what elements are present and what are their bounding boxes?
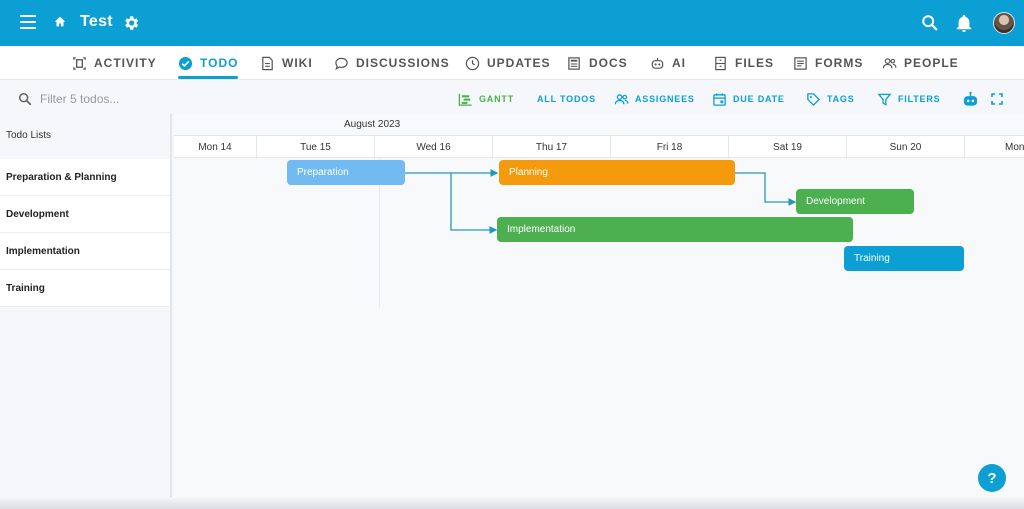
tab-files[interactable]: FILES bbox=[713, 46, 774, 80]
day-header: Sun 20 bbox=[846, 136, 964, 159]
robot-icon bbox=[651, 57, 664, 69]
gantt-bar-planning[interactable]: Planning bbox=[499, 160, 735, 185]
gantt-bar-implementation[interactable]: Implementation bbox=[497, 217, 853, 242]
chat-icon bbox=[335, 57, 348, 70]
file-cabinet-icon bbox=[715, 56, 726, 70]
day-header: Sat 19 bbox=[728, 136, 846, 159]
tab-ai[interactable]: AI bbox=[650, 46, 686, 80]
people-icon bbox=[882, 57, 897, 68]
gantt-chart: August 2023 Mon 14 Tue 15 Wed 16 Thu 17 … bbox=[174, 114, 1024, 509]
day-header: Thu 17 bbox=[492, 136, 610, 159]
all-todos-button[interactable]: ALL TODOS bbox=[537, 94, 596, 104]
search-icon[interactable] bbox=[921, 14, 939, 32]
day-header: Fri 18 bbox=[610, 136, 728, 159]
filter-bar: GANTT ALL TODOS ASSIGNEES DUE DATE TAGS … bbox=[0, 81, 1024, 114]
tab-todo[interactable]: TODO bbox=[178, 46, 239, 80]
dependency-link bbox=[450, 173, 498, 234]
menu-icon[interactable] bbox=[20, 15, 36, 31]
gantt-view-button[interactable]: GANTT bbox=[458, 91, 514, 107]
due-date-button[interactable]: DUE DATE bbox=[712, 91, 785, 107]
funnel-icon bbox=[877, 93, 892, 106]
tab-docs[interactable]: DOCS bbox=[567, 46, 628, 80]
todo-list-item[interactable]: Preparation & Planning bbox=[0, 159, 170, 196]
day-header: Mon bbox=[964, 136, 1024, 159]
document-icon bbox=[262, 56, 273, 70]
day-header-row: Mon 14 Tue 15 Wed 16 Thu 17 Fri 18 Sat 1… bbox=[174, 135, 1024, 159]
docs-icon bbox=[568, 56, 580, 70]
filters-button[interactable]: FILTERS bbox=[877, 91, 940, 107]
gear-icon[interactable] bbox=[122, 14, 140, 32]
assignees-button[interactable]: ASSIGNEES bbox=[614, 91, 695, 107]
grid-line bbox=[379, 158, 380, 308]
gantt-icon bbox=[458, 93, 472, 106]
tab-activity[interactable]: ACTIVITY bbox=[72, 46, 157, 80]
day-header: Wed 16 bbox=[374, 136, 492, 159]
day-header: Mon 14 bbox=[198, 142, 232, 153]
robot-icon[interactable] bbox=[962, 91, 979, 107]
gantt-bar-development[interactable]: Development bbox=[796, 189, 914, 214]
tags-button[interactable]: TAGS bbox=[806, 91, 855, 107]
help-button[interactable]: ? bbox=[978, 464, 1006, 492]
dependency-link bbox=[735, 172, 797, 206]
tab-people[interactable]: PEOPLE bbox=[882, 46, 959, 80]
fullscreen-icon[interactable] bbox=[991, 93, 1003, 105]
filter-todos-input[interactable] bbox=[40, 90, 180, 108]
search-icon bbox=[18, 92, 32, 106]
activity-icon bbox=[73, 56, 86, 70]
tab-wiki[interactable]: WIKI bbox=[260, 46, 313, 80]
project-title[interactable]: Test bbox=[80, 13, 113, 30]
form-icon bbox=[794, 56, 807, 70]
tab-discussions[interactable]: DISCUSSIONS bbox=[334, 46, 450, 80]
todo-list-item[interactable]: Training bbox=[0, 270, 170, 307]
month-label: August 2023 bbox=[344, 119, 401, 130]
bell-icon[interactable] bbox=[955, 13, 973, 33]
todo-lists-heading: Todo Lists bbox=[6, 130, 52, 141]
tag-icon bbox=[807, 92, 821, 106]
people-icon bbox=[614, 93, 629, 104]
home-icon[interactable] bbox=[53, 15, 67, 29]
todo-lists-panel: Todo Lists Preparation & Planning Develo… bbox=[0, 114, 172, 509]
tab-updates[interactable]: UPDATES bbox=[465, 46, 550, 80]
todo-list-item[interactable]: Implementation bbox=[0, 233, 170, 270]
check-circle-icon bbox=[178, 56, 193, 70]
gantt-bar-preparation[interactable]: Preparation bbox=[287, 160, 405, 185]
gantt-bar-training[interactable]: Training bbox=[844, 246, 964, 271]
project-tabs: ACTIVITY TODO WIKI DISCUSSIONS UPDATES D… bbox=[0, 46, 1024, 80]
tab-forms[interactable]: FORMS bbox=[793, 46, 863, 80]
top-bar: Test bbox=[0, 0, 1024, 46]
day-header: Tue 15 bbox=[256, 136, 374, 159]
bottom-shadow bbox=[0, 497, 1024, 509]
clock-icon bbox=[465, 56, 480, 70]
todo-list-item[interactable]: Development bbox=[0, 196, 170, 233]
user-avatar[interactable] bbox=[993, 12, 1015, 34]
calendar-icon bbox=[713, 92, 726, 106]
